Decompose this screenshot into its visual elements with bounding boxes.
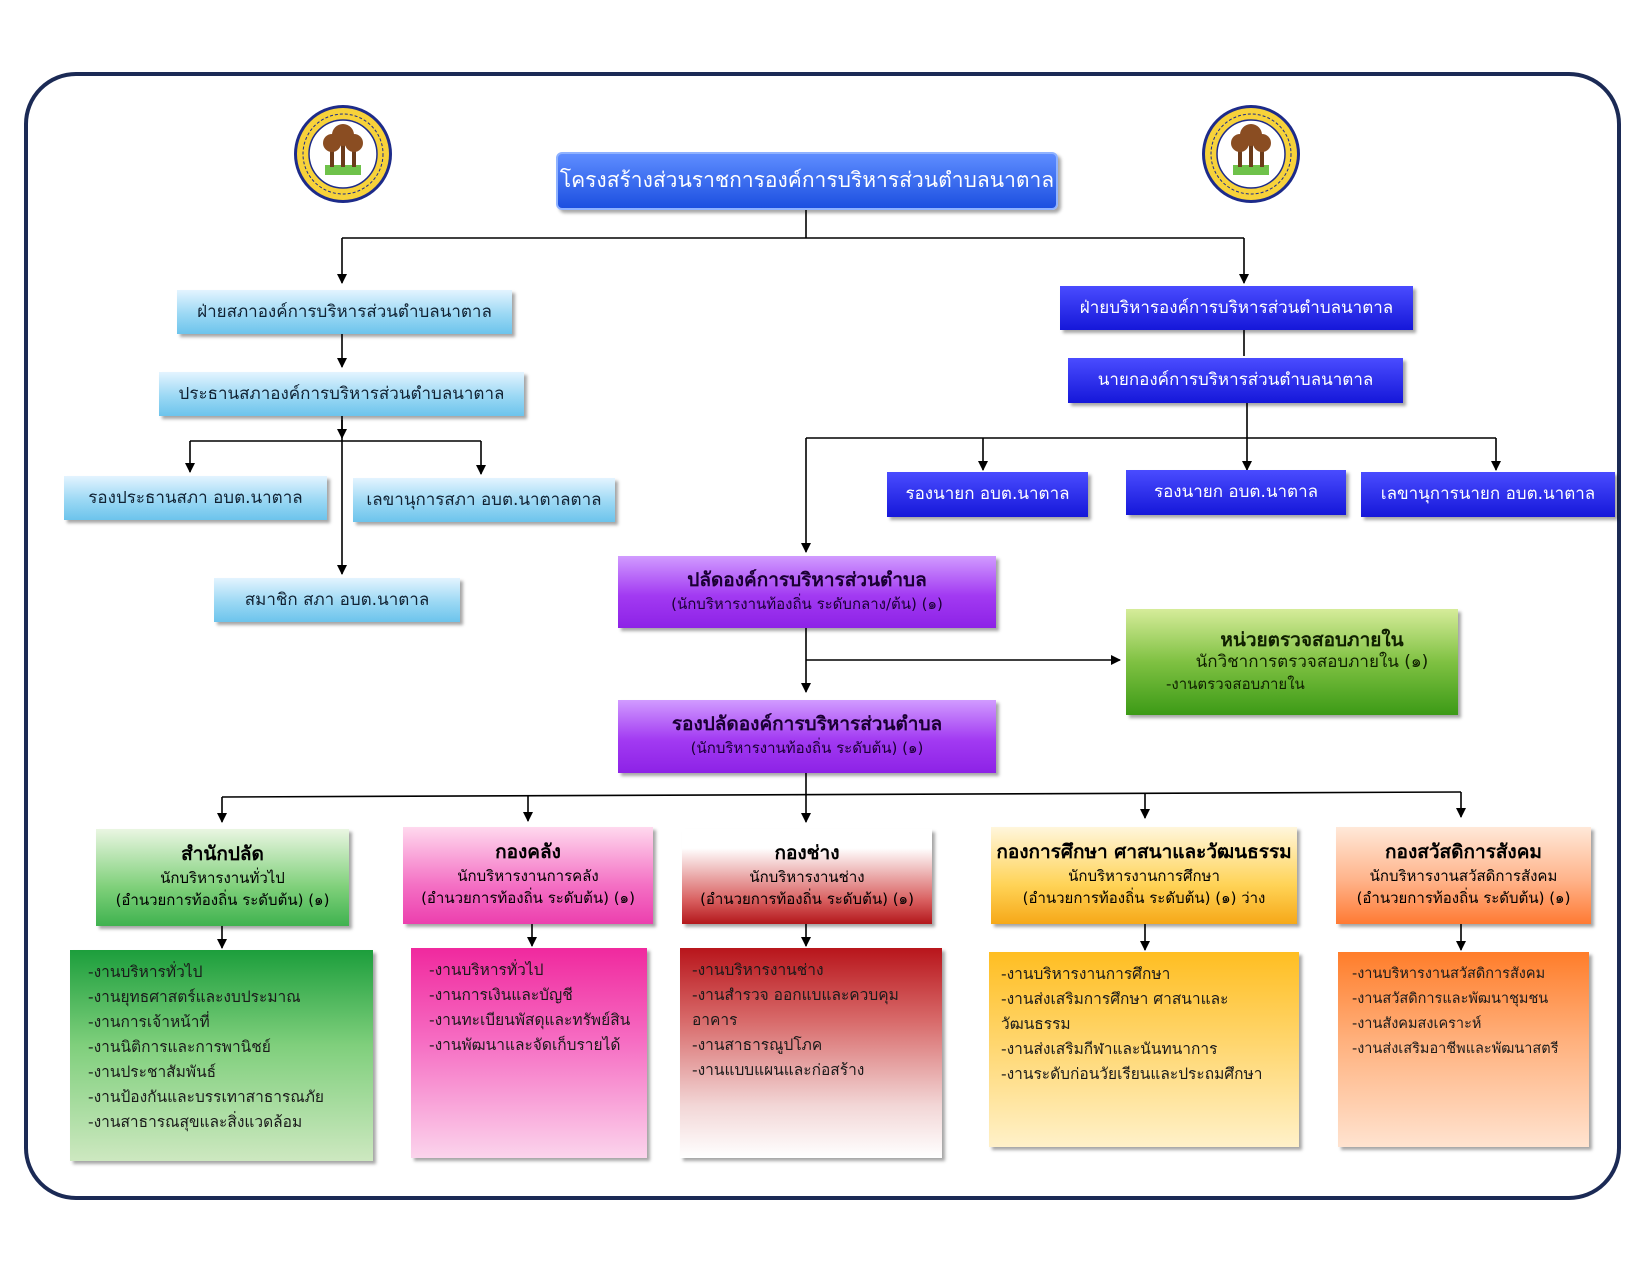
audit-title: หน่วยตรวจสอบภายใน bbox=[1220, 628, 1404, 651]
task-item: -งานทะเบียนพัสดุและทรัพย์สิน bbox=[429, 1011, 631, 1029]
division-position: นักบริหารงานสวัสดิการสังคม bbox=[1369, 866, 1558, 885]
task-item: -งานส่งเสริมการศึกษา ศาสนาและวัฒนธรรม bbox=[1001, 990, 1229, 1033]
page-title-text: โครงสร้างส่วนราชการองค์การบริหารส่วนตำบล… bbox=[559, 168, 1055, 193]
palad-title: ปลัดองค์การบริหารส่วนตำบล bbox=[687, 568, 927, 591]
task-item: -งานบริหารงานสวัสดิการสังคม bbox=[1352, 966, 1546, 982]
page-title: โครงสร้างส่วนราชการองค์การบริหารส่วนตำบล… bbox=[556, 152, 1058, 210]
task-item: -งานส่งเสริมอาชีพและพัฒนาสตรี bbox=[1352, 1041, 1559, 1057]
task-item: -งานสำรวจ ออกแบและควบคุมอาคาร bbox=[692, 986, 899, 1029]
task-item: -งานการเจ้าหน้าที่ bbox=[88, 1013, 210, 1031]
task-item: -งานป้องกันและบรรเทาสาธารณภัย bbox=[88, 1088, 325, 1106]
division-header-office-of-palad: สำนักปลัด นักบริหารงานทั่วไป (อำนวยการท้… bbox=[96, 829, 349, 926]
tree-seal-icon bbox=[1202, 105, 1300, 203]
deputy-mayor-2-box: รองนายก อบต.นาตาล bbox=[1126, 470, 1346, 515]
council-president-box: ประธานสภาองค์การบริหารส่วนตำบลนาตาล bbox=[159, 372, 524, 416]
council-secretary-label: เลขานุการสภา อบต.นาตาลตาล bbox=[366, 489, 602, 510]
executive-wing-box: ฝ่ายบริหารองค์การบริหารส่วนตำบลนาตาล bbox=[1060, 286, 1413, 330]
mayor-box: นายกองค์การบริหารส่วนตำบลนาตาล bbox=[1068, 358, 1403, 403]
deputy-palad-subtitle: (นักบริหารงานท้องถิ่น ระดับต้น) (๑) bbox=[690, 739, 924, 758]
council-wing-label: ฝ่ายสภาองค์การบริหารส่วนตำบลนาตาล bbox=[197, 301, 492, 322]
division-level: (อำนวยการท้องถิ่น ระดับต้น) (๑) ว่าง bbox=[1022, 889, 1266, 908]
palad-subtitle: (นักบริหารงานท้องถิ่น ระดับกลาง/ต้น) (๑) bbox=[671, 594, 943, 613]
task-item: -งานแบบแผนและก่อสร้าง bbox=[692, 1061, 865, 1079]
chart-border bbox=[24, 72, 1621, 1200]
task-item: -งานนิติการและการพานิชย์ bbox=[88, 1038, 271, 1056]
division-header-finance: กองคลัง นักบริหารงานการคลัง (อำนวยการท้อ… bbox=[403, 827, 653, 924]
division-position: นักบริหารงานการคลัง bbox=[457, 866, 599, 885]
task-item: -งานสวัสดิการและพัฒนาชุมชน bbox=[1352, 991, 1549, 1007]
audit-subtitle: นักวิชาการตรวจสอบภายใน (๑) bbox=[1195, 652, 1429, 673]
council-member-label: สมาชิก สภา อบต.นาตาล bbox=[244, 589, 430, 610]
division-title: สำนักปลัด bbox=[181, 843, 264, 866]
council-wing-box: ฝ่ายสภาองค์การบริหารส่วนตำบลนาตาล bbox=[177, 290, 512, 334]
task-list-engineering: -งานบริหารงานช่าง -งานสำรวจ ออกแบและควบค… bbox=[680, 948, 942, 1158]
internal-audit-box: หน่วยตรวจสอบภายใน นักวิชาการตรวจสอบภายใน… bbox=[1126, 609, 1458, 715]
deputy-mayor-1-box: รองนายก อบต.นาตาล bbox=[887, 472, 1088, 517]
division-position: นักบริหารงานการศึกษา bbox=[1068, 866, 1220, 885]
palad-box: ปลัดองค์การบริหารส่วนตำบล (นักบริหารงานท… bbox=[618, 556, 996, 628]
deputy-mayor-1-label: รองนายก อบต.นาตาล bbox=[905, 484, 1070, 505]
deputy-palad-title: รองปลัดองค์การบริหารส่วนตำบล bbox=[671, 713, 943, 736]
task-item: -งานบริหารทั่วไป bbox=[429, 961, 544, 979]
task-item: -งานยุทธศาสตร์และงบประมาณ bbox=[88, 988, 301, 1006]
task-item: -งานการเงินและบัญชี bbox=[429, 986, 573, 1004]
mayor-label: นายกองค์การบริหารส่วนตำบลนาตาล bbox=[1097, 370, 1374, 391]
audit-task: -งานตรวจสอบภายใน bbox=[1166, 674, 1305, 693]
task-list-finance: -งานบริหารทั่วไป -งานการเงินและบัญชี -งา… bbox=[411, 948, 647, 1158]
task-list-office-of-palad: -งานบริหารทั่วไป -งานยุทธศาสตร์และงบประม… bbox=[70, 950, 373, 1161]
task-item: -งานสาธารณูปโภค bbox=[692, 1036, 823, 1054]
council-vice-president-box: รองประธานสภา อบต.นาตาล bbox=[64, 476, 327, 520]
task-item: -งานส่งเสริมกีฬาและนันทนาการ bbox=[1001, 1040, 1218, 1058]
task-item: -งานบริหารทั่วไป bbox=[88, 963, 203, 981]
council-member-box: สมาชิก สภา อบต.นาตาล bbox=[214, 578, 460, 622]
task-item: -งานสาธารณสุขและสิ่งแวดล้อม bbox=[88, 1113, 303, 1131]
task-item: -งานบริหารงานการศึกษา bbox=[1001, 965, 1171, 983]
division-level: (อำนวยการท้องถิ่น ระดับต้น) (๑) bbox=[1356, 889, 1571, 908]
council-president-label: ประธานสภาองค์การบริหารส่วนตำบลนาตาล bbox=[178, 383, 505, 404]
council-secretary-box: เลขานุการสภา อบต.นาตาลตาล bbox=[353, 478, 615, 522]
division-header-engineering: กองช่าง นักบริหารงานช่าง (อำนวยการท้องถิ… bbox=[682, 829, 932, 924]
executive-wing-label: ฝ่ายบริหารองค์การบริหารส่วนตำบลนาตาล bbox=[1079, 297, 1394, 318]
deputy-palad-box: รองปลัดองค์การบริหารส่วนตำบล (นักบริหารง… bbox=[618, 700, 996, 773]
division-header-social-welfare: กองสวัสดิการสังคม นักบริหารงานสวัสดิการส… bbox=[1336, 827, 1591, 924]
division-title: กองการศึกษา ศาสนาและวัฒนธรรม bbox=[996, 841, 1292, 864]
division-title: กองคลัง bbox=[495, 841, 561, 864]
division-level: (อำนวยการท้องถิ่น ระดับต้น) (๑) bbox=[700, 890, 914, 909]
deputy-mayor-2-label: รองนายก อบต.นาตาล bbox=[1153, 482, 1319, 503]
task-item: -งานประชาสัมพันธ์ bbox=[88, 1063, 217, 1081]
division-position: นักบริหารงานทั่วไป bbox=[160, 868, 285, 887]
task-item: -งานบริหารงานช่าง bbox=[692, 961, 824, 979]
division-title: กองสวัสดิการสังคม bbox=[1385, 841, 1542, 864]
division-level: (อำนวยการท้องถิ่น ระดับต้น) (๑) bbox=[421, 889, 635, 908]
division-title: กองช่าง bbox=[774, 842, 840, 865]
council-vice-president-label: รองประธานสภา อบต.นาตาล bbox=[88, 487, 303, 508]
task-list-education: -งานบริหารงานการศึกษา -งานส่งเสริมการศึก… bbox=[989, 952, 1299, 1147]
task-list-social-welfare: -งานบริหารงานสวัสดิการสังคม -งานสวัสดิกา… bbox=[1338, 952, 1589, 1147]
mayor-secretary-box: เลขานุการนายก อบต.นาตาล bbox=[1361, 472, 1615, 517]
task-item: -งานระดับก่อนวัยเรียนและประถมศึกษา bbox=[1001, 1065, 1263, 1083]
mayor-secretary-label: เลขานุการนายก อบต.นาตาล bbox=[1380, 484, 1596, 505]
task-item: -งานสังคมสงเคราะห์ bbox=[1352, 1016, 1482, 1032]
division-header-education: กองการศึกษา ศาสนาและวัฒนธรรม นักบริหารงา… bbox=[991, 827, 1297, 924]
task-item: -งานพัฒนาและจัดเก็บรายได้ bbox=[429, 1036, 621, 1054]
division-position: นักบริหารงานช่าง bbox=[749, 867, 865, 886]
division-level: (อำนวยการท้องถิ่น ระดับต้น) (๑) bbox=[115, 891, 330, 910]
tree-seal-icon bbox=[294, 105, 392, 203]
